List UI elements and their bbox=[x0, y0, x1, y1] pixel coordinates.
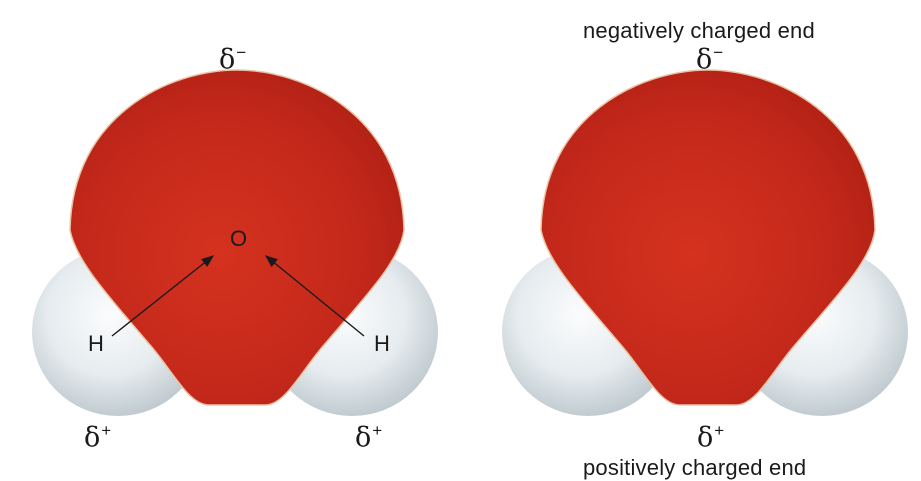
right-delta-plus-label: δ+ bbox=[697, 422, 724, 451]
right-water-molecule bbox=[502, 70, 908, 416]
hydrogen-right-atom-label: H bbox=[374, 333, 390, 355]
left-delta-plus-label-left: δ+ bbox=[84, 422, 111, 451]
positively-charged-end-caption: positively charged end bbox=[583, 457, 806, 479]
left-delta-minus-label: δ− bbox=[219, 44, 246, 73]
oxygen-atom-label: O bbox=[230, 228, 247, 250]
right-delta-minus-label: δ− bbox=[696, 44, 723, 73]
hydrogen-left-atom-label: H bbox=[88, 333, 104, 355]
negatively-charged-end-caption: negatively charged end bbox=[583, 20, 815, 42]
left-delta-plus-label-right: δ+ bbox=[355, 422, 382, 451]
